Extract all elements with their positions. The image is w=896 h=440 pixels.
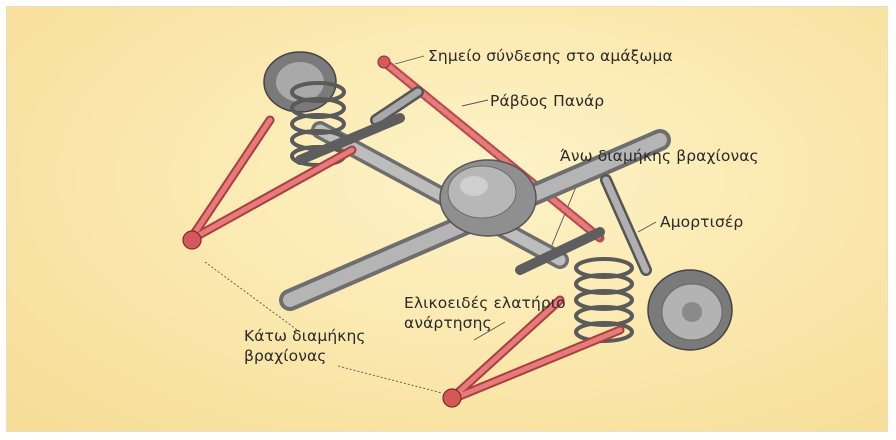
right-shock-absorber <box>606 180 646 270</box>
label-mount-point: Σημείο σύνδεσης στο αμάξωμα <box>428 46 673 66</box>
differential <box>440 160 536 236</box>
label-lower-arm: Κάτω διαμήκης βραχίονας <box>244 326 366 366</box>
label-coil-spring-line2: ανάρτησης <box>404 313 566 333</box>
label-coil-spring-line1: Ελικοειδές ελατήριο <box>404 293 566 313</box>
label-shock-absorber: Αμορτισέρ <box>660 212 743 232</box>
label-lower-arm-line1: Κάτω διαμήκης <box>244 326 366 346</box>
right-brake-drum <box>648 270 732 350</box>
label-coil-spring: Ελικοειδές ελατήριο ανάρτησης <box>404 293 566 333</box>
label-lower-arm-line2: βραχίονας <box>244 346 366 366</box>
label-panhard-rod: Ράβδος Πανάρ <box>490 91 604 111</box>
label-upper-arm: Άνω διαμήκης βραχίονας <box>560 146 759 166</box>
